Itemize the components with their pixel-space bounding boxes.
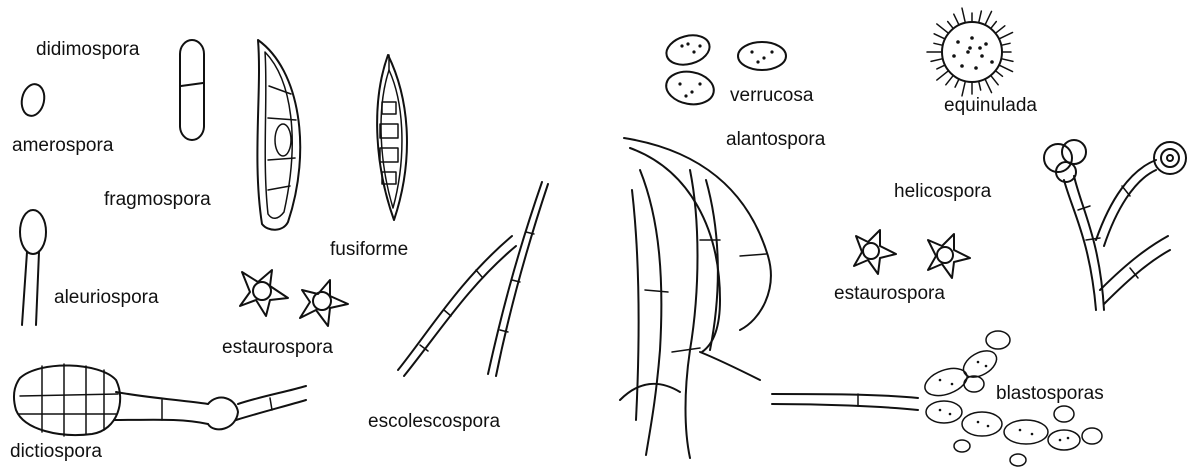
spine (985, 79, 992, 93)
spine (999, 32, 1013, 39)
surface-dot (974, 66, 978, 70)
spine (985, 11, 992, 25)
spine (991, 22, 997, 29)
spine (934, 34, 945, 39)
escolescospora-drawing (398, 182, 548, 376)
aleuriospora-drawing (20, 210, 46, 325)
equinulada-drawing (927, 8, 1013, 96)
spine (962, 81, 965, 96)
surface-dot (990, 60, 994, 64)
alantospora-drawing (620, 138, 771, 458)
surface-dot (968, 46, 972, 50)
surface-dot (966, 50, 970, 54)
spine (955, 79, 959, 87)
spine (934, 43, 943, 45)
label-estaurospora-right: estaurospora (834, 284, 945, 303)
label-blastosporas: blastosporas (996, 384, 1104, 403)
spine (931, 59, 943, 62)
label-equinulada: equinulada (944, 96, 1037, 115)
spine (954, 14, 959, 25)
spine (937, 65, 945, 69)
didimospora-drawing (180, 40, 204, 140)
helicospora-drawing (1044, 140, 1186, 310)
surface-dot (952, 54, 956, 58)
spine (962, 8, 965, 23)
spine (937, 24, 949, 33)
label-estaurospora-left: estaurospora (222, 338, 333, 357)
surface-dot (960, 64, 964, 68)
estaurospora-left-drawing (240, 270, 348, 326)
amerospora-drawing (19, 82, 47, 118)
label-escolescospora: escolescospora (368, 412, 500, 431)
spine (937, 71, 949, 80)
spine (999, 65, 1013, 72)
spine (995, 71, 1002, 77)
label-fusiforme: fusiforme (330, 240, 408, 259)
spine (1001, 43, 1010, 45)
label-didimospora: didimospora (36, 40, 140, 59)
label-fragmospora: fragmospora (104, 190, 211, 209)
fusiforme-drawing (377, 55, 407, 220)
label-dictiospora: dictiospora (10, 442, 102, 461)
spine (995, 26, 1004, 33)
label-helicospora: helicospora (894, 182, 991, 201)
dictiospora-drawing (14, 364, 306, 436)
spine (1001, 59, 1013, 62)
fragmospora-drawing (257, 40, 300, 230)
spine (979, 81, 981, 90)
estaurospora-right-drawing (854, 230, 970, 278)
surface-dot (980, 54, 984, 58)
spine (948, 22, 954, 29)
surface-dot (956, 40, 960, 44)
label-alantospora: alantospora (726, 130, 825, 149)
surface-dot (978, 46, 982, 50)
label-aleuriospora: aleuriospora (54, 288, 159, 307)
surface-dot (984, 42, 988, 46)
label-amerospora: amerospora (12, 136, 113, 155)
surface-dot (970, 36, 974, 40)
spine (946, 75, 953, 84)
spine (979, 11, 982, 23)
label-verrucosa: verrucosa (730, 86, 813, 105)
spine (991, 75, 998, 84)
